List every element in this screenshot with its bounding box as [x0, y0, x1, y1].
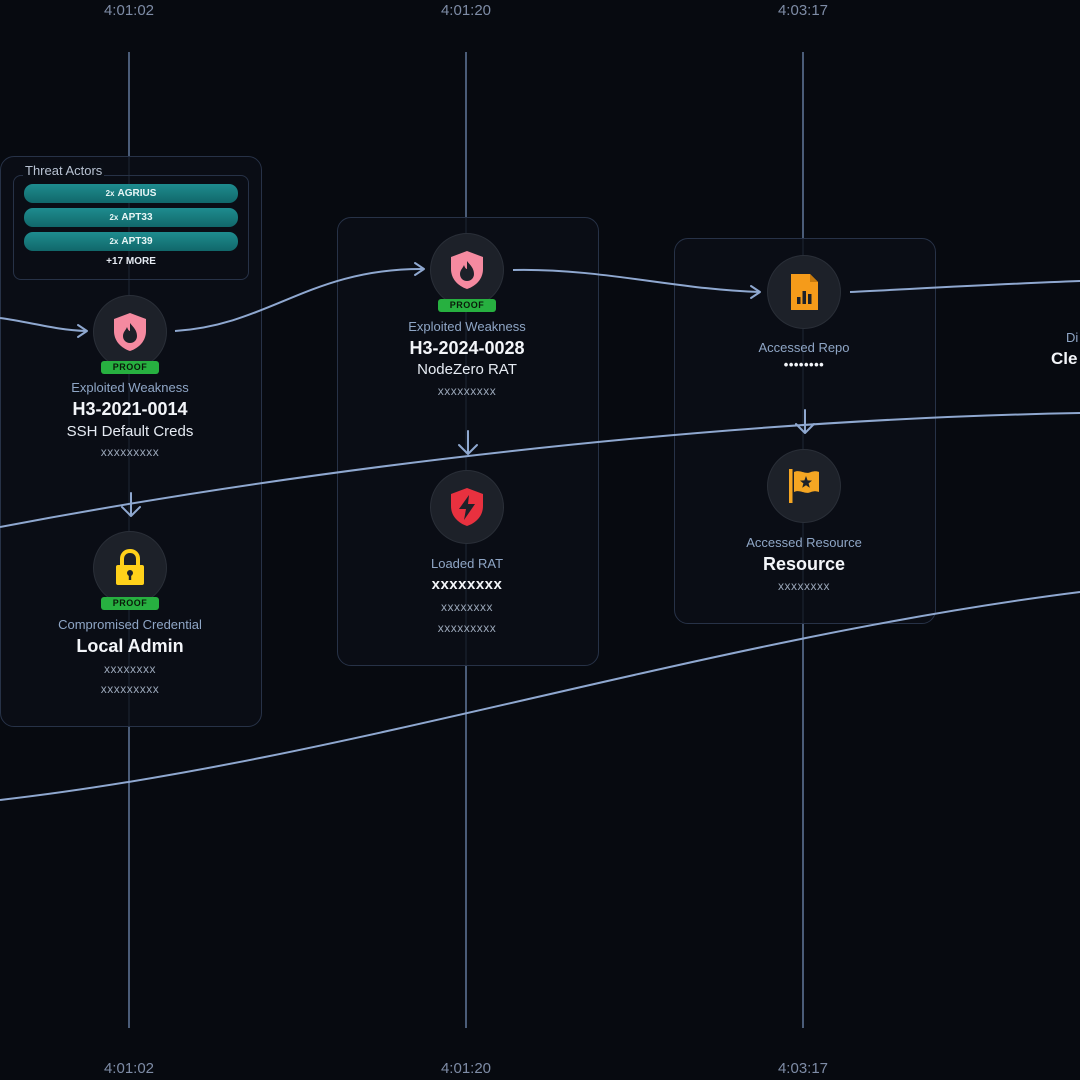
document-chart-icon: [791, 274, 818, 310]
padlock-icon: [116, 548, 144, 585]
shield-flame-icon: [451, 251, 483, 289]
timestamp-top-2: 4:01:20: [440, 2, 492, 19]
proof-badge: PROOF: [101, 597, 159, 610]
actor-count-icon: 2x: [109, 213, 119, 222]
node-detail: xxxxxxxx: [441, 600, 493, 614]
node-detail: xxxxxxxxx: [100, 682, 160, 696]
proof-badge: PROOF: [438, 299, 496, 312]
weakness-name: NodeZero RAT: [417, 361, 517, 378]
repo-name: ••••••••: [783, 357, 825, 372]
threat-actors-title: Threat Actors: [23, 163, 105, 178]
timestamp-bottom-1: 4:01:02: [103, 1060, 155, 1077]
arrow-down-icon: [795, 409, 815, 434]
node-category-label: Exploited Weakness: [71, 380, 189, 395]
node-category-label: Accessed Repo: [758, 340, 850, 355]
compromised-credential-node[interactable]: [94, 532, 166, 604]
timestamp-bottom-2: 4:01:20: [440, 1060, 492, 1077]
flag-star-icon: [789, 469, 819, 503]
arrow-down-icon: [458, 430, 478, 455]
node-category-label: Accessed Resource: [746, 535, 862, 550]
node-detail: xxxxxxxxx: [100, 445, 160, 459]
exploited-weakness-node-1[interactable]: [94, 296, 166, 368]
weakness-id: H3-2021-0014: [72, 399, 188, 419]
node-name-partial: Cle: [1051, 349, 1078, 368]
actor-count-icon: 2x: [109, 237, 119, 246]
weakness-name: SSH Default Creds: [66, 423, 194, 440]
proof-badge: PROOF: [101, 361, 159, 374]
rat-name: xxxxxxxx: [431, 576, 503, 593]
threat-actor-label: APT33: [121, 212, 153, 223]
loaded-rat-node[interactable]: [431, 471, 503, 543]
resource-name: Resource: [762, 554, 846, 574]
threat-actor-label: APT39: [121, 236, 153, 247]
accessed-repo-node[interactable]: [768, 256, 840, 328]
node-category-label: Exploited Weakness: [408, 319, 526, 334]
timestamp-bottom-3: 4:03:17: [777, 1060, 829, 1077]
threat-actors-panel: [13, 175, 249, 280]
node-detail: xxxxxxxx: [104, 662, 156, 676]
node-detail: xxxxxxxxx: [437, 621, 497, 635]
timestamp-top-3: 4:03:17: [777, 2, 829, 19]
shield-lightning-icon: [451, 488, 483, 526]
threat-actor-label: AGRIUS: [117, 188, 157, 199]
node-category-label-partial: Di: [1066, 330, 1079, 345]
weakness-id: H3-2024-0028: [409, 338, 525, 358]
timestamp-top-1: 4:01:02: [103, 2, 155, 19]
node-detail: xxxxxxxxx: [437, 384, 497, 398]
node-category-label: Loaded RAT: [430, 556, 504, 571]
exploited-weakness-node-2[interactable]: [431, 234, 503, 306]
accessed-resource-node[interactable]: [768, 450, 840, 522]
arrow-down-icon: [121, 492, 141, 517]
actor-count-icon: 2x: [105, 189, 115, 198]
node-detail: xxxxxxxx: [778, 579, 830, 593]
node-category-label: Compromised Credential: [58, 617, 202, 632]
credential-name: Local Admin: [76, 636, 184, 656]
shield-flame-icon: [114, 313, 146, 351]
threat-actors-more-link[interactable]: +17 MORE: [106, 256, 156, 267]
